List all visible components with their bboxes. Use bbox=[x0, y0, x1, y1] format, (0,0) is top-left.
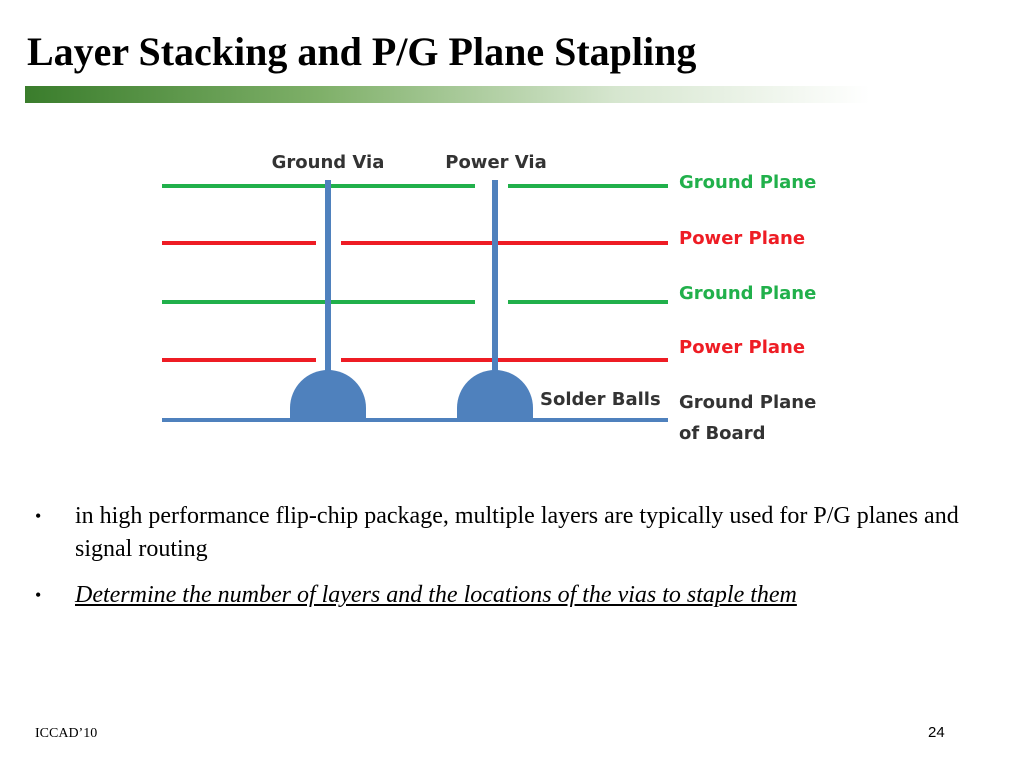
solder-balls-label: Solder Balls bbox=[540, 389, 661, 410]
power-via-label: Power Via bbox=[445, 152, 546, 173]
bullet-dot: • bbox=[35, 585, 42, 605]
solder-ball-power bbox=[457, 370, 533, 420]
ground-via-label: Ground Via bbox=[272, 152, 385, 173]
bullet-text: in high performance flip-chip package, m… bbox=[75, 503, 959, 562]
bullet-item: • in high performance flip-chip package,… bbox=[35, 500, 975, 566]
ground-via bbox=[325, 180, 331, 385]
title-gradient-rule bbox=[25, 86, 870, 103]
bullet-list: • in high performance flip-chip package,… bbox=[35, 500, 975, 625]
slide-number: 24 bbox=[928, 724, 945, 741]
board-plane-label-line1: Ground Plane bbox=[679, 392, 816, 413]
footer-conference: ICCAD’10 bbox=[35, 726, 98, 741]
layer-stack-diagram: Ground Via Power Via Solder Balls Ground… bbox=[150, 140, 850, 460]
slide-title: Layer Stacking and P/G Plane Stapling bbox=[27, 29, 697, 74]
bullet-text-emphasis: Determine the number of layers and the l… bbox=[75, 582, 797, 608]
power-plane-label-2: Power Plane bbox=[679, 337, 805, 358]
power-plane-label-1: Power Plane bbox=[679, 228, 805, 249]
board-plane-label-line2: of Board bbox=[679, 423, 765, 444]
bullet-item-emphasis: • Determine the number of layers and the… bbox=[35, 579, 975, 612]
ground-plane-label-1: Ground Plane bbox=[679, 172, 816, 193]
ground-plane-label-2: Ground Plane bbox=[679, 283, 816, 304]
solder-ball-ground bbox=[290, 370, 366, 420]
power-via bbox=[492, 180, 498, 385]
bullet-dot: • bbox=[35, 506, 42, 526]
